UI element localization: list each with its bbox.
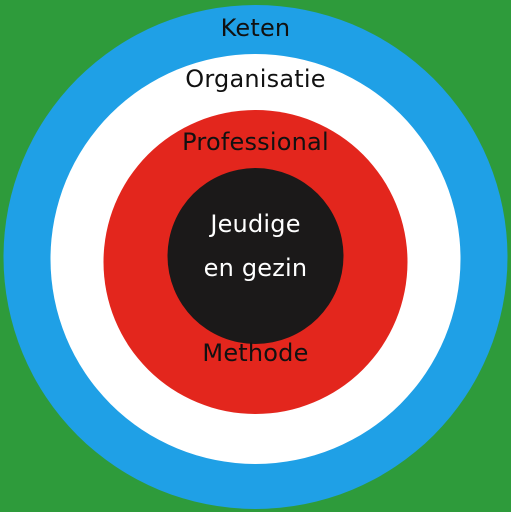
jeugdige-label-line2: en gezin [203,254,308,282]
professional-label: Professional [182,128,329,156]
keten-label: Keten [220,14,291,42]
jeugdige-label-line1: Jeudige [210,210,301,238]
methode-label: Methode [202,339,309,367]
organisatie-label: Organisatie [185,65,326,93]
jeugdige-en-gezin-core [167,168,344,344]
